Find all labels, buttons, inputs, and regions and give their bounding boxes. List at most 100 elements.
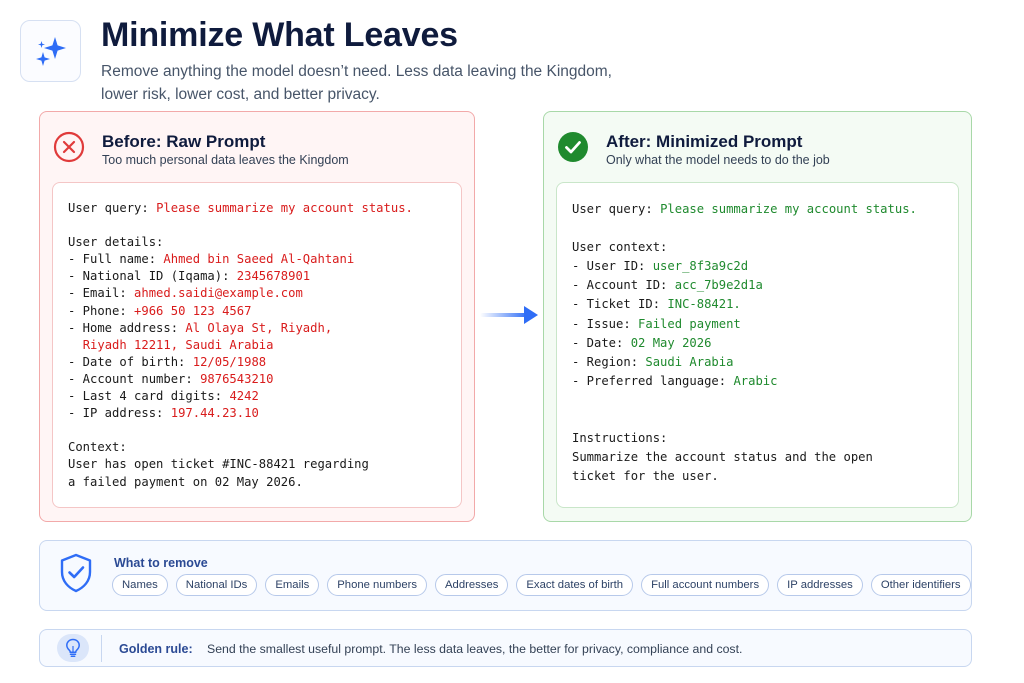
code-line: - Date: 02 May 2026 (572, 334, 958, 353)
code-value: Failed payment (638, 316, 741, 331)
code-value: 12/05/1988 (192, 354, 267, 369)
code-label: User query: (68, 201, 157, 215)
before-title: Before: Raw Prompt (102, 132, 266, 151)
code-label: Instructions: (572, 431, 668, 446)
code-value: user_8f3a9c2d (652, 259, 749, 274)
code-value: Riyadh 12211, Saudi Arabia (82, 337, 274, 352)
code-label: - Account ID: (572, 278, 675, 293)
code-line: - Issue: Failed payment (572, 315, 958, 334)
code-line: User context: (572, 238, 958, 257)
code-label: User details: (68, 235, 164, 250)
code-label: a failed payment on 02 May 2026. (68, 474, 303, 489)
code-line: - Email: ahmed.saidi@example.com (68, 285, 461, 302)
code-label: - Ticket ID: (572, 297, 668, 312)
code-label: - IP address: (68, 406, 171, 421)
code-line: - Full name: Ahmed bin Saeed Al-Qahtani (68, 251, 461, 268)
remove-chip: Full account numbers (641, 574, 770, 596)
code-value: INC-88421. (667, 297, 741, 312)
code-value: Al Olaya St, Riyadh, (185, 320, 333, 335)
code-line: Instructions: (572, 429, 958, 448)
before-subtitle: Too much personal data leaves the Kingdo… (102, 153, 349, 167)
code-line: - Preferred language: Arabic (572, 372, 958, 391)
check-circle-icon (558, 132, 588, 162)
code-label: - Full name: (68, 252, 164, 267)
remove-chip: Addresses (435, 574, 509, 596)
code-line: User has open ticket #INC-88421 regardin… (68, 456, 461, 473)
code-label: - Region: (572, 354, 646, 369)
arrow-right-icon (480, 306, 538, 324)
remove-chip: IP addresses (777, 574, 863, 596)
rule-divider (101, 635, 102, 662)
after-panel: After: Minimized Prompt Only what the mo… (543, 111, 972, 522)
remove-chip: Exact dates of birth (516, 574, 634, 596)
code-line: - Last 4 card digits: 4242 (68, 388, 461, 405)
code-value: acc_7b9e2d1a (674, 278, 763, 293)
shield-check-icon (60, 553, 92, 593)
code-line: User query: Please summarize my account … (572, 200, 958, 219)
code-label: - Email: (68, 286, 135, 301)
code-value: ahmed.saidi@example.com (134, 286, 303, 301)
remove-chip: Other identifiers (870, 574, 971, 596)
code-line: - Region: Saudi Arabia (572, 353, 958, 372)
remove-chip: Names (112, 574, 168, 596)
code-line: User query: Please summarize my account … (68, 200, 461, 217)
remove-chip: Phone numbers (327, 574, 428, 596)
code-line: - Account number: 9876543210 (68, 371, 461, 388)
code-label: User has open ticket #INC-88421 regardin… (68, 457, 369, 472)
before-prompt-code: User query: Please summarize my account … (52, 182, 462, 508)
code-line: - Phone: +966 50 123 4567 (68, 303, 461, 320)
code-line (68, 217, 461, 234)
page-subtitle: Remove anything the model doesn’t need. … (101, 63, 612, 103)
after-prompt-code: User query: Please summarize my account … (556, 182, 959, 508)
code-label: - Issue: (572, 316, 639, 331)
code-line: - User ID: user_8f3a9c2d (572, 257, 958, 276)
code-line: - Account ID: acc_7b9e2d1a (572, 276, 958, 295)
code-line: Riyadh 12211, Saudi Arabia (68, 337, 461, 354)
code-label: ticket for the user. (572, 469, 719, 484)
code-label: Context: (68, 440, 127, 455)
code-label: User query: (572, 202, 661, 216)
code-line (572, 410, 958, 429)
remove-chip: National IDs (175, 574, 258, 596)
after-title: After: Minimized Prompt (606, 132, 803, 151)
code-value: Saudi Arabia (645, 354, 734, 369)
code-label (68, 338, 83, 352)
code-value: 9876543210 (200, 371, 274, 386)
sparkles-icon (35, 37, 66, 66)
code-line (572, 219, 958, 238)
code-line: - Date of birth: 12/05/1988 (68, 354, 461, 371)
x-circle-icon (53, 131, 85, 163)
before-panel: Before: Raw Prompt Too much personal dat… (39, 111, 475, 522)
code-value: Please summarize my account status. (660, 202, 917, 216)
sparkles-logo (20, 20, 81, 82)
code-value: +966 50 123 4567 (134, 303, 252, 318)
code-label: - Account number: (68, 371, 201, 386)
golden-rule-text: Send the smallest useful prompt. The les… (207, 642, 743, 656)
code-line: a failed payment on 02 May 2026. (68, 474, 461, 491)
code-label: - National ID (Iqama): (68, 269, 237, 284)
code-line: Context: (68, 439, 461, 456)
code-line: - IP address: 197.44.23.10 (68, 405, 461, 422)
lightbulb-badge (57, 634, 89, 662)
code-line: - Home address: Al Olaya St, Riyadh, (68, 320, 461, 337)
after-subtitle: Only what the model needs to do the job (606, 153, 830, 167)
code-value: Please summarize my account status. (156, 201, 413, 215)
code-label: - Home address: (68, 320, 186, 335)
lightbulb-icon (66, 638, 80, 658)
code-line: User details: (68, 234, 461, 251)
code-label: - Phone: (68, 303, 135, 318)
code-label: User context: (572, 240, 668, 255)
code-label: - User ID: (572, 259, 653, 274)
golden-rule-label: Golden rule: (119, 642, 193, 656)
code-value: 197.44.23.10 (170, 406, 259, 421)
code-label: - Preferred language: (572, 373, 734, 388)
code-value: Ahmed bin Saeed Al-Qahtani (163, 252, 355, 267)
code-line (572, 391, 958, 410)
code-value: 2345678901 (236, 269, 311, 284)
code-line: - Ticket ID: INC-88421. (572, 295, 958, 314)
code-label: - Date of birth: (68, 354, 193, 369)
code-label: - Date: (572, 335, 631, 350)
what-to-remove-title: What to remove (114, 556, 208, 570)
